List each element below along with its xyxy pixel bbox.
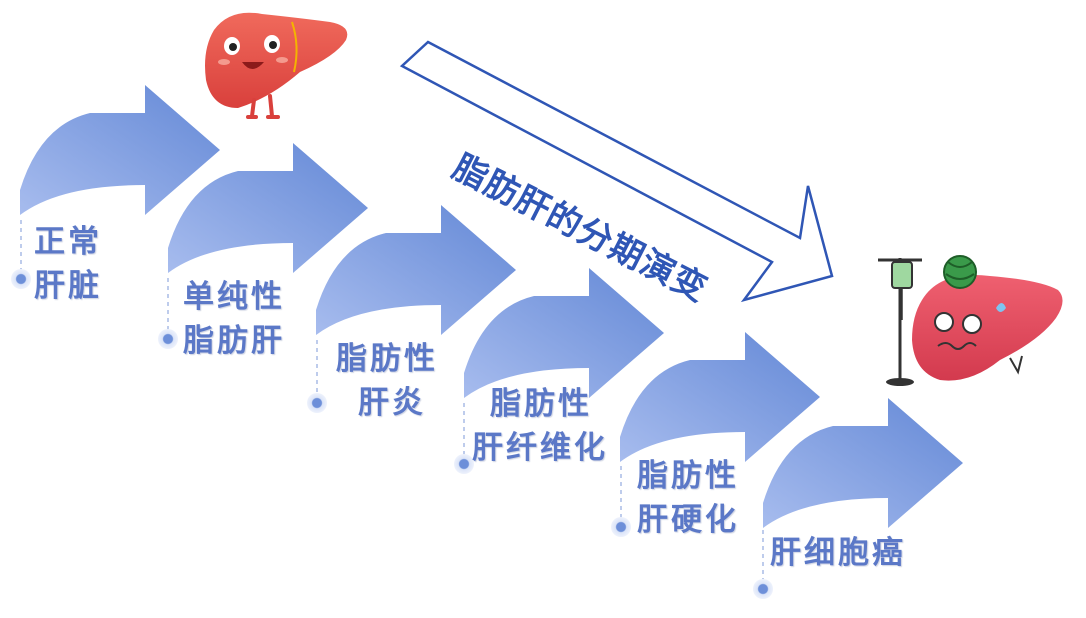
stage-marker-6 [753,530,773,599]
stage-6-line-1: 肝细胞癌 [770,535,906,571]
stage-marker-3 [307,340,327,413]
stage-4-line-1: 脂肪性 [490,386,592,422]
stage-3-line-1: 脂肪性 [336,341,438,377]
stage-label-6: 肝细胞癌 [770,531,906,575]
stage-arrow-6 [763,398,963,528]
stage-label-3: 脂肪性 肝炎 [336,337,438,425]
stage-5-line-2: 肝硬化 [637,502,739,538]
happy-liver-icon [205,12,348,119]
sick-liver-with-iv-drip-icon [878,255,1063,386]
stage-arrow-4 [464,268,664,398]
stage-2-line-1: 单纯性 [183,279,285,315]
stage-4-line-2: 肝纤维化 [472,430,608,466]
stage-arrow-1 [20,85,220,215]
stage-1-line-2: 肝脏 [34,268,102,304]
stage-5-line-1: 脂肪性 [637,458,739,494]
stage-3-line-2: 肝炎 [358,385,426,421]
stage-label-4: 脂肪性 肝纤维化 [472,382,608,470]
stage-2-line-2: 脂肪肝 [183,323,285,359]
stage-marker-5 [611,466,631,537]
stage-1-line-1: 正常 [34,224,102,260]
stage-label-2: 单纯性 脂肪肝 [183,275,285,363]
stage-marker-2 [158,278,178,349]
stage-arrow-3 [316,205,516,335]
stage-marker-4 [454,403,474,474]
progression-banner-arrow [399,40,834,303]
stage-arrow-5 [620,332,820,462]
stage-arrow-2 [168,143,368,273]
stage-marker-1 [11,220,31,289]
stage-label-5: 脂肪性 肝硬化 [637,454,739,542]
stage-label-1: 正常 肝脏 [34,220,102,308]
